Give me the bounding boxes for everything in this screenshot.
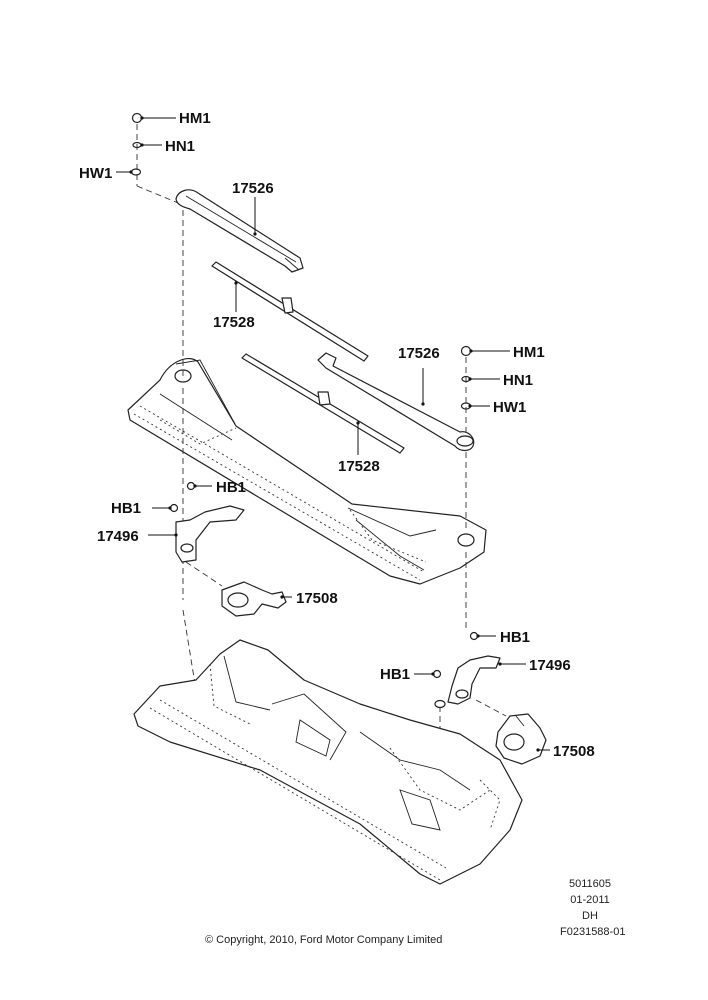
metadata-figure-id: F0231588-01: [560, 926, 626, 938]
figure-metadata: 5011605 01-2011 DH F0231588-01: [560, 878, 626, 943]
label-17508-left: 17508: [296, 590, 338, 607]
label-hm1-left: HM1: [179, 110, 211, 127]
label-17496-right: 17496: [529, 657, 571, 674]
label-hb1-right-upper: HB1: [500, 629, 531, 646]
label-hn1-left: HN1: [165, 138, 196, 155]
wiper-motor-bracket-right: [414, 631, 526, 717]
wiper-motor-right: [495, 713, 550, 765]
label-17528-right: 17528: [338, 458, 380, 475]
wiper-arm-right: [317, 352, 475, 452]
copyright-notice: © Copyright, 2010, Ford Motor Company Li…: [205, 934, 443, 946]
label-17528-left: 17528: [213, 314, 255, 331]
fastener-stack-right: [460, 345, 510, 434]
fastener-stack-left: [116, 112, 184, 206]
metadata-initials: DH: [582, 910, 598, 922]
wiper-blade-left: [211, 261, 369, 362]
wiper-motor-bracket-left: [148, 481, 245, 587]
label-17508-right: 17508: [553, 743, 595, 760]
dash-panel: [133, 639, 523, 885]
label-hb1-left-upper: HB1: [216, 479, 247, 496]
label-17526-right: 17526: [398, 345, 440, 362]
label-hw1-left: HW1: [79, 165, 113, 182]
label-17496-left: 17496: [97, 528, 139, 545]
cowl-panel: [127, 358, 487, 585]
label-hw1-right: HW1: [493, 399, 527, 416]
label-hb1-left-lower: HB1: [111, 500, 142, 517]
wiper-blade-right: [241, 353, 405, 455]
label-hn1-right: HN1: [503, 372, 534, 389]
metadata-date: 01-2011: [570, 894, 610, 906]
metadata-code: 5011605: [568, 878, 611, 890]
label-hb1-right-lower: HB1: [380, 666, 411, 683]
wiper-arm-left: [175, 189, 304, 273]
wiper-motor-left: [221, 581, 292, 617]
label-17526-left: 17526: [232, 180, 274, 197]
label-hm1-right: HM1: [513, 344, 545, 361]
